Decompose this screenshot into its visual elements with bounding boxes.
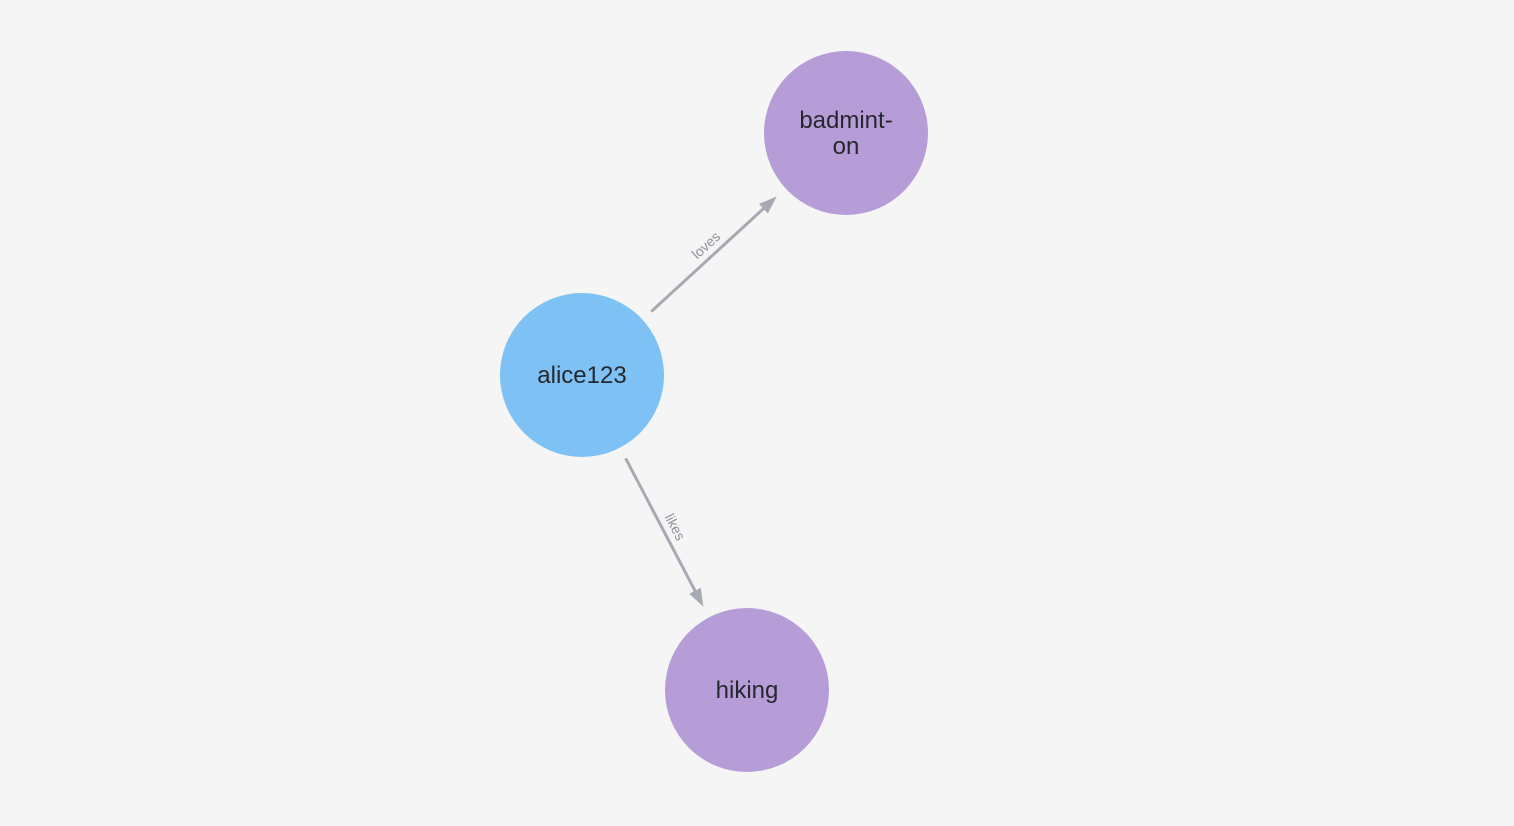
edge-line-likes[interactable] xyxy=(624,457,698,594)
edge-label[interactable]: loves xyxy=(688,228,723,262)
graph-node-hiking[interactable]: hiking xyxy=(665,608,829,772)
node-label: hiking xyxy=(716,677,779,704)
node-label: alice123 xyxy=(537,362,626,389)
arrowhead-icon xyxy=(689,587,704,607)
edge-line-loves[interactable] xyxy=(650,206,766,313)
node-label: badmint-on xyxy=(799,107,892,160)
arrowhead-icon xyxy=(759,196,777,214)
relationship-likes[interactable]: likes xyxy=(624,457,704,607)
node-circle[interactable] xyxy=(764,51,928,215)
graph-node-badminton[interactable]: badmint-on xyxy=(764,51,928,215)
node-circle[interactable] xyxy=(500,293,664,457)
node-circle[interactable] xyxy=(665,608,829,772)
relationship-loves[interactable]: loves xyxy=(650,196,777,313)
graph-node-alice123[interactable]: alice123 xyxy=(500,293,664,457)
edge-label[interactable]: likes xyxy=(662,511,689,543)
